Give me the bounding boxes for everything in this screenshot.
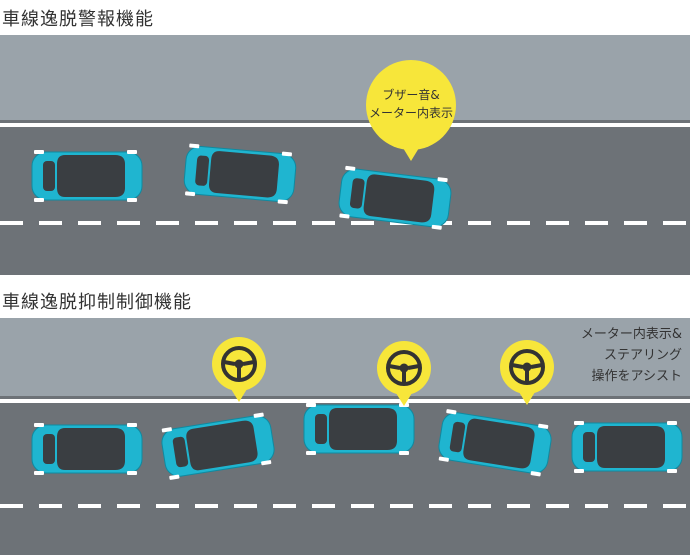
assist-note-line-3: 操作をアシスト bbox=[592, 368, 682, 384]
lane-dash bbox=[234, 221, 257, 225]
callout-line-2: メーター内表示 bbox=[369, 106, 453, 120]
car-4 bbox=[31, 422, 143, 476]
lane-dash bbox=[195, 504, 218, 508]
car-1 bbox=[31, 149, 143, 203]
lane-dash bbox=[546, 221, 569, 225]
lane-dash bbox=[585, 504, 608, 508]
lane-line-solid bbox=[0, 399, 690, 403]
lane-dash bbox=[390, 504, 413, 508]
warning-callout-bubble: ブザー音& メーター内表示 bbox=[366, 60, 456, 161]
lane-dash bbox=[156, 221, 179, 225]
lane-dash bbox=[117, 221, 140, 225]
lane-dash bbox=[468, 221, 491, 225]
lane-departure-warning-title: 車線逸脱警報機能 bbox=[2, 9, 154, 30]
lane-dash bbox=[117, 504, 140, 508]
lane-line-solid bbox=[0, 123, 690, 127]
lane-dash bbox=[78, 504, 101, 508]
lane-keep-assist-diagram: メーター内表示& ステアリング 操作をアシスト bbox=[0, 318, 690, 555]
lane-dash bbox=[234, 504, 257, 508]
lane-dash bbox=[429, 504, 452, 508]
lane-dash bbox=[39, 504, 62, 508]
lane-dash bbox=[663, 221, 686, 225]
lane-dash bbox=[273, 221, 296, 225]
assist-note-line-2: ステアリング bbox=[604, 348, 682, 363]
lane-dash bbox=[663, 504, 686, 508]
lane-dash bbox=[468, 504, 491, 508]
lane-dash bbox=[546, 504, 569, 508]
lane-dash bbox=[624, 504, 647, 508]
lane-dash bbox=[273, 504, 296, 508]
lane-dash bbox=[507, 221, 530, 225]
lane-keep-assist-title: 車線逸脱抑制制御機能 bbox=[2, 292, 192, 313]
callout-line-1: ブザー音& bbox=[382, 87, 439, 102]
lane-dash bbox=[312, 504, 335, 508]
lane-dash bbox=[585, 221, 608, 225]
lane-dash bbox=[507, 504, 530, 508]
lane-line-dashed bbox=[0, 504, 686, 508]
lane-dash bbox=[0, 221, 23, 225]
lane-departure-warning-diagram: ブザー音& メーター内表示 bbox=[0, 35, 690, 275]
lane-dash bbox=[78, 221, 101, 225]
lane-dash bbox=[195, 221, 218, 225]
assist-note-line-1: メーター内表示& bbox=[581, 326, 682, 342]
lane-dash bbox=[351, 221, 374, 225]
lane-dash bbox=[0, 504, 23, 508]
lane-dash bbox=[351, 504, 374, 508]
car-6 bbox=[303, 402, 415, 456]
lane-dash bbox=[312, 221, 335, 225]
lane-dash bbox=[156, 504, 179, 508]
lane-dash bbox=[39, 221, 62, 225]
lane-dash bbox=[624, 221, 647, 225]
car-8 bbox=[571, 420, 683, 474]
